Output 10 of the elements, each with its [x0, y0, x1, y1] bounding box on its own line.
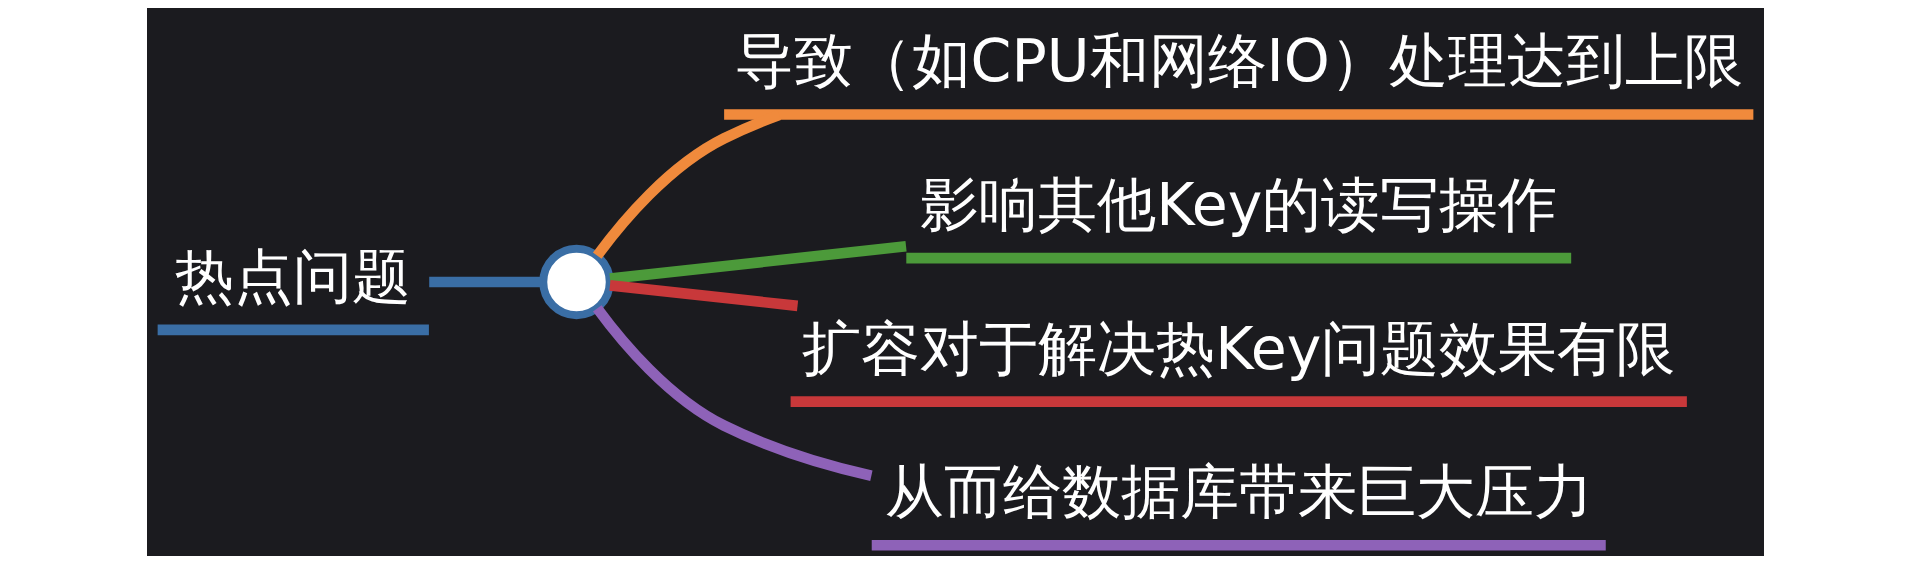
node-text: 扩容对于解决热Key问题效果有限 — [801, 314, 1675, 383]
node-text: 导致（如CPU和网络IO）处理达到上限 — [734, 27, 1743, 96]
node-text: 影响其他Key的读写操作 — [919, 171, 1557, 240]
connector — [428, 276, 543, 288]
connector — [592, 305, 873, 481]
node-text: 从而给数据库带来巨大压力 — [884, 458, 1593, 527]
node-circle — [538, 244, 614, 320]
connector — [608, 241, 907, 284]
node-text: 热点问题 — [174, 242, 411, 311]
connector — [608, 280, 798, 312]
